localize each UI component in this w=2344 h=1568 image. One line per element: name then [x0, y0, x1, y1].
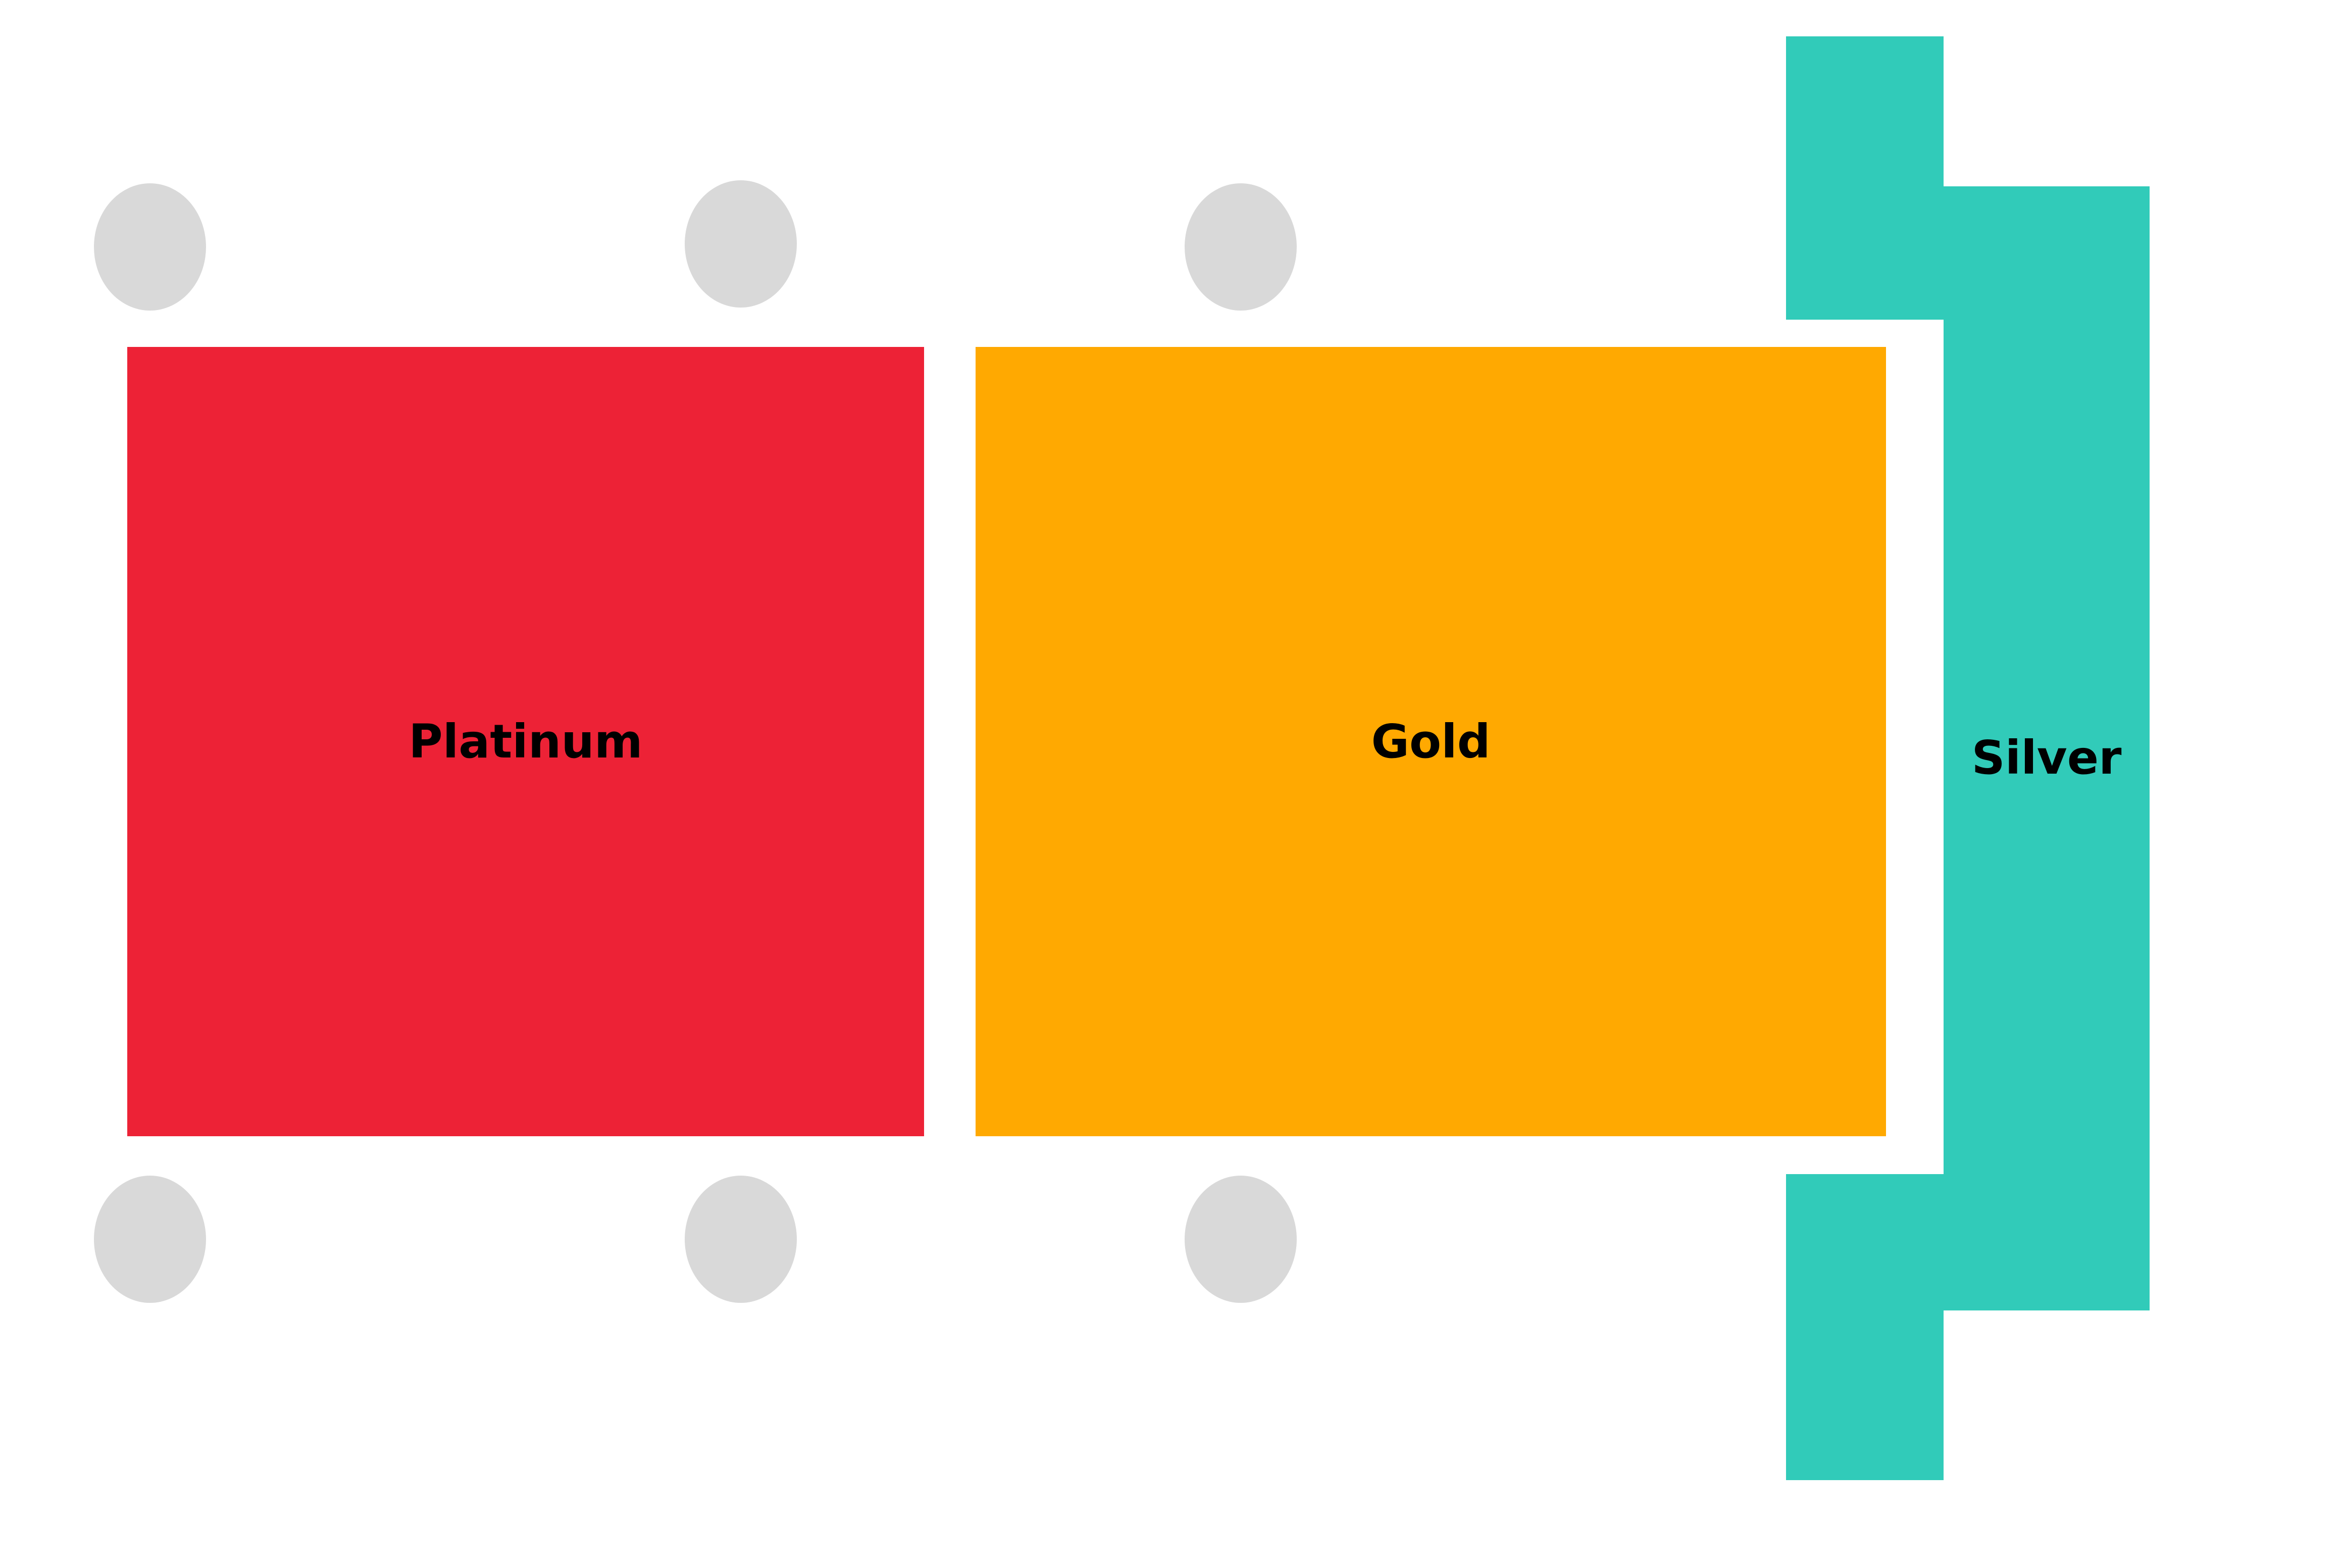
zone-silver — [1786, 36, 2150, 1480]
zone-label-silver: Silver — [1971, 730, 2122, 785]
seat-marker[interactable] — [685, 180, 797, 308]
zone-gold[interactable]: Gold — [976, 347, 1886, 1136]
zone-silver-label-wrap: Silver — [1944, 707, 2150, 808]
seat-marker[interactable] — [685, 1176, 797, 1303]
seat-marker[interactable] — [94, 183, 206, 311]
seat-marker[interactable] — [1185, 183, 1297, 311]
zone-label-gold: Gold — [1371, 715, 1491, 769]
zone-platinum[interactable]: Platinum — [127, 347, 924, 1136]
seat-marker[interactable] — [94, 1176, 206, 1303]
zone-label-platinum: Platinum — [409, 715, 643, 769]
seat-marker[interactable] — [1185, 1176, 1297, 1303]
